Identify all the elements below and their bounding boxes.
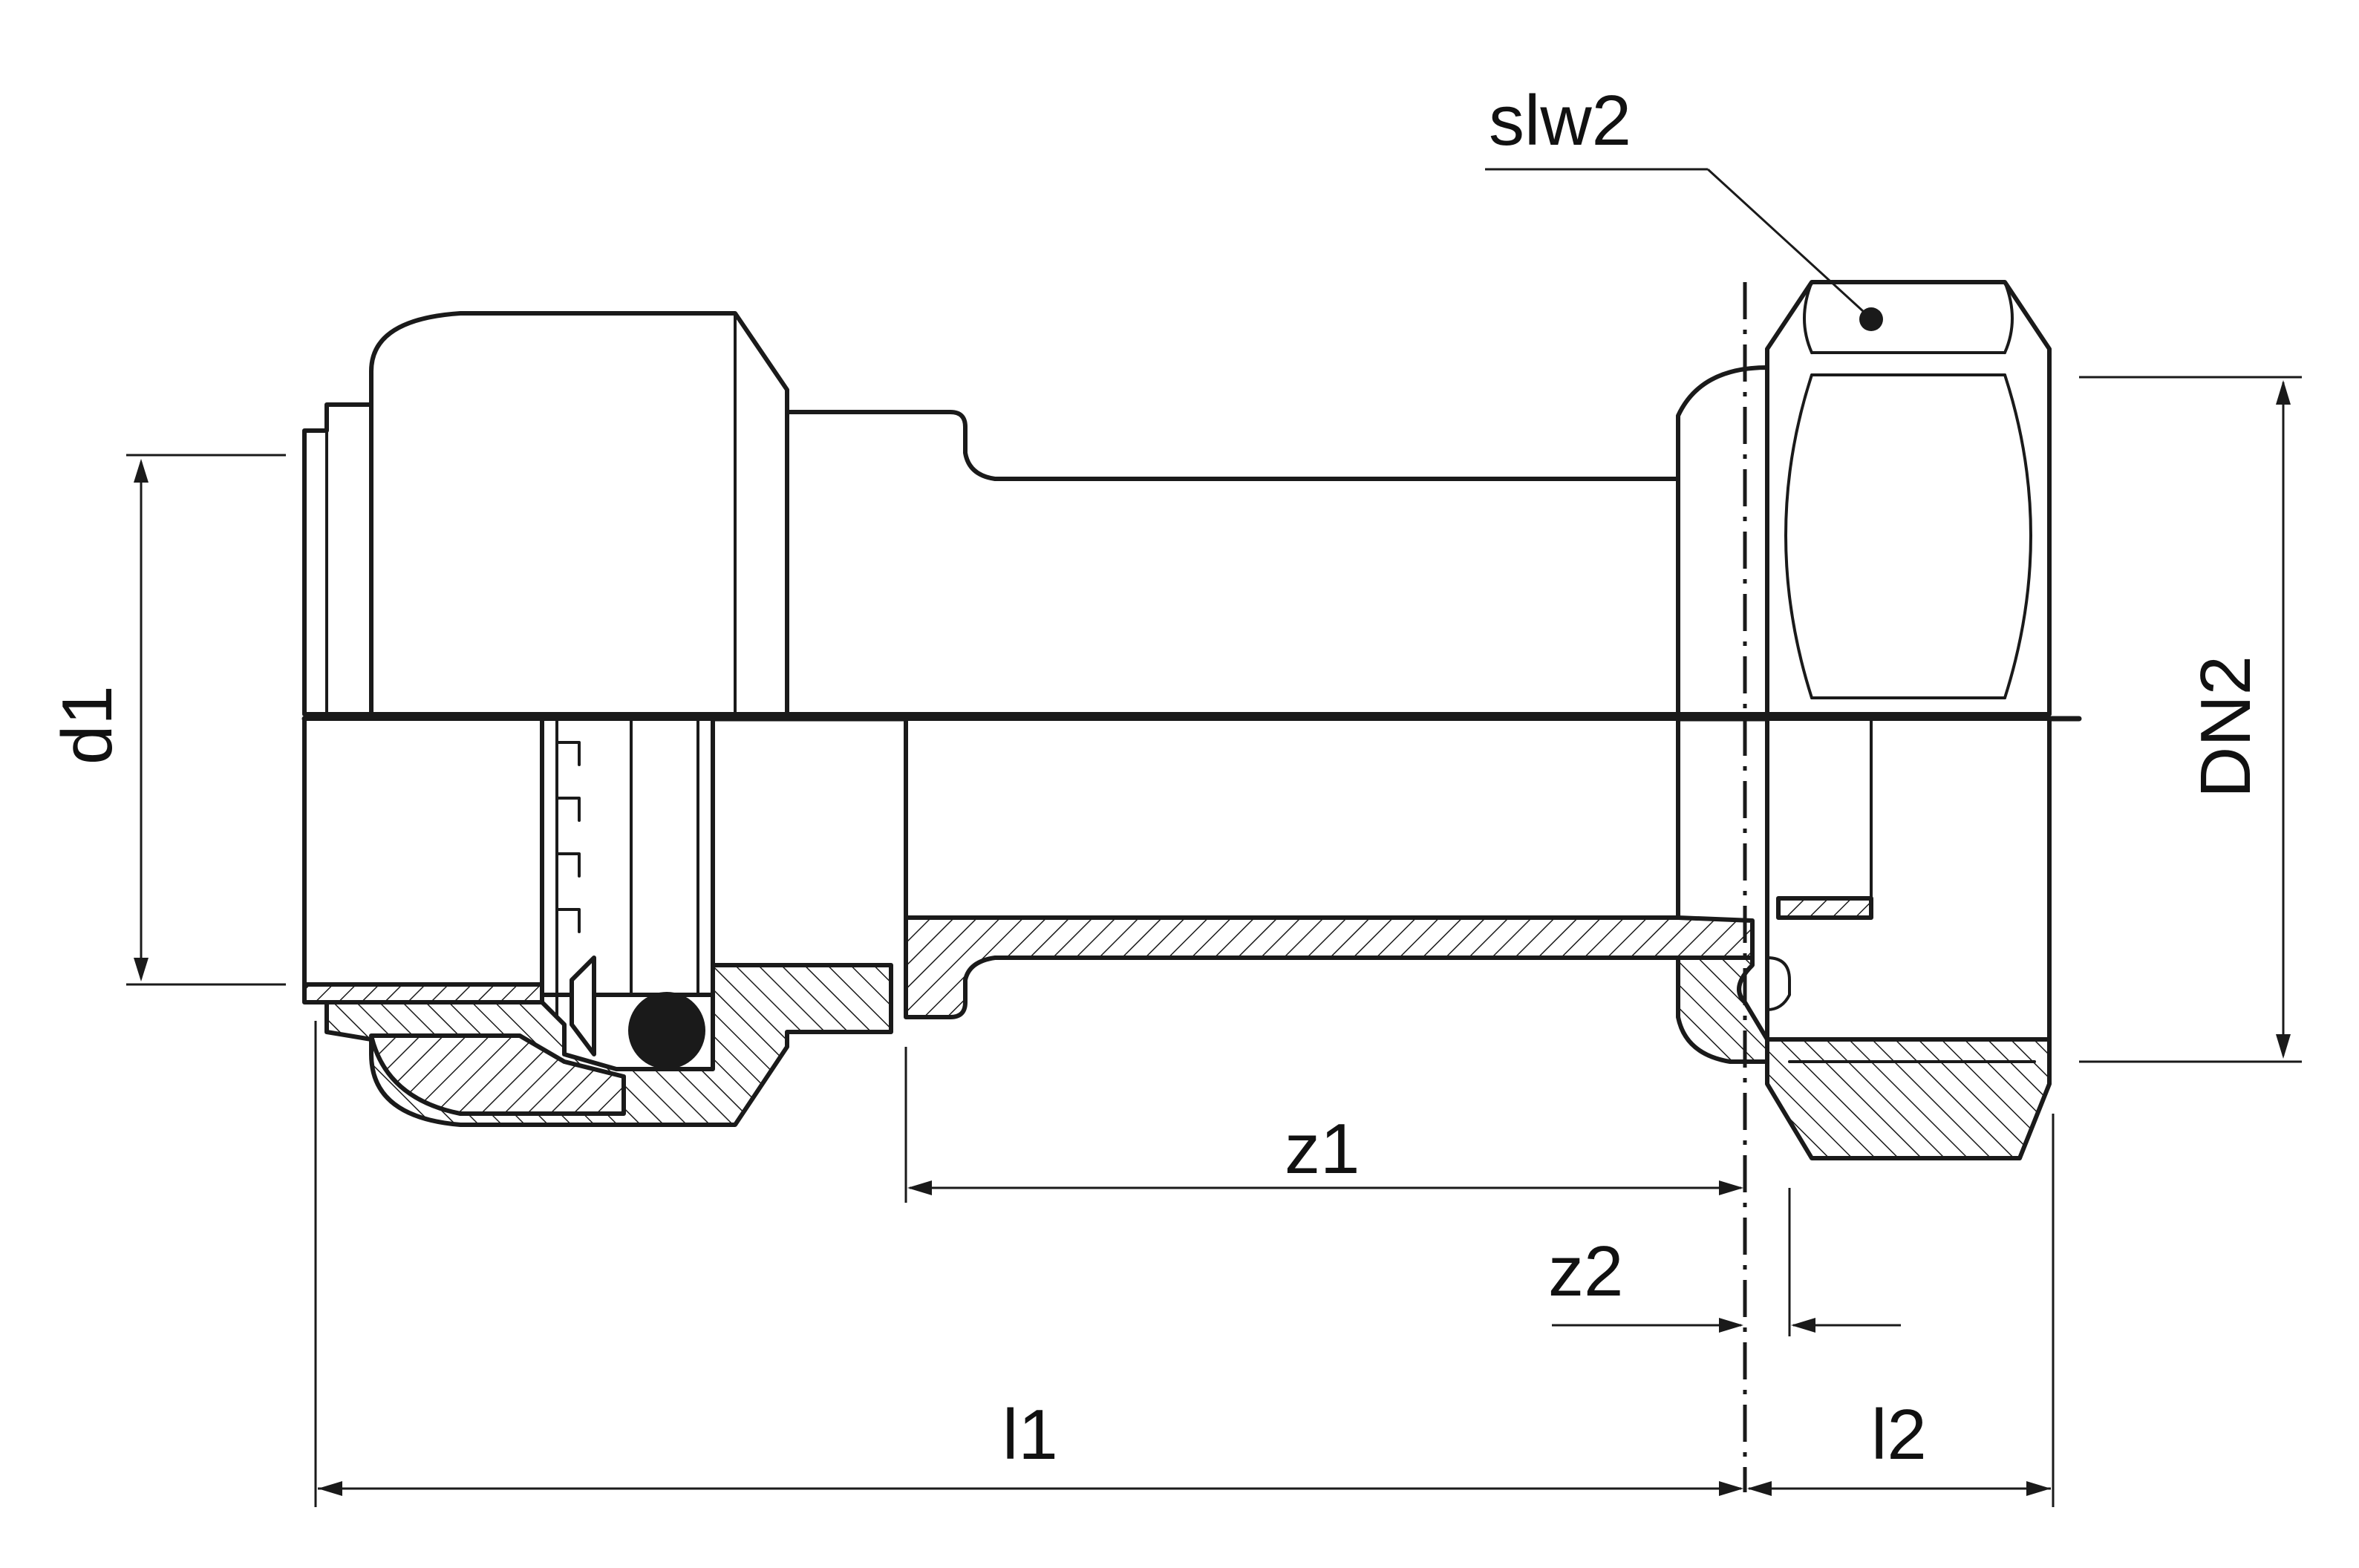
wrench-flat-marker [1859, 307, 1883, 331]
l1-label: l1 [1002, 1395, 1058, 1474]
slw2-leader [1485, 168, 1865, 313]
fitting-outer-view [302, 280, 2052, 716]
slw2-label: slw2 [1489, 81, 1631, 160]
z2-dimension [1552, 1188, 1901, 1336]
l2-label: l2 [1871, 1395, 1927, 1474]
z2-label: z2 [1548, 1232, 1623, 1311]
z1-label: z1 [1285, 1109, 1360, 1189]
dn2-label: DN2 [2186, 656, 2265, 798]
dn2-dimension [2079, 376, 2302, 1063]
d1-label: d1 [48, 685, 127, 765]
o-ring-seal [628, 992, 705, 1069]
d1-dimension [126, 454, 286, 986]
l1-l2-dimension [314, 1021, 2055, 1507]
fitting-section-view [302, 716, 2052, 1160]
z1-dimension [904, 1047, 1743, 1203]
